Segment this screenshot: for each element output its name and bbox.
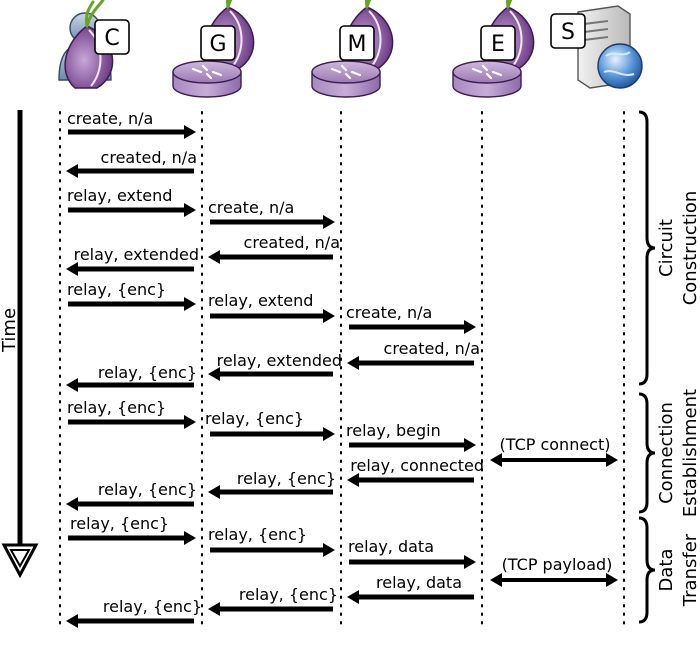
message-arrow: relay, data <box>348 537 476 569</box>
phase-brace <box>638 516 656 624</box>
phase-brace <box>638 392 656 514</box>
node-s: S <box>550 5 643 89</box>
message-arrow: relay, connected <box>347 456 484 487</box>
message-label: relay, begin <box>346 421 441 440</box>
time-axis: Time <box>0 110 39 579</box>
message-label: relay, {enc} <box>98 480 197 499</box>
phase-label: Connection <box>656 402 677 504</box>
message-label: relay, {enc} <box>67 280 166 299</box>
message-label: relay, extended <box>217 351 342 370</box>
messages: create, n/a created, n/a relay, extend crea… <box>66 109 618 628</box>
node-c: C <box>58 0 130 89</box>
message-label: (TCP payload) <box>502 555 613 574</box>
message-label: relay, data <box>348 537 434 556</box>
message-arrow: relay, extended <box>66 245 199 276</box>
message-label: relay, extended <box>74 245 199 264</box>
message-arrow: create, n/a <box>67 109 196 139</box>
message-arrow: relay, {enc} <box>66 363 197 392</box>
message-arrow: relay, extend <box>67 186 196 217</box>
node-m: M <box>311 0 394 98</box>
message-arrow: relay, begin <box>346 421 476 452</box>
phase-label: Data <box>656 549 677 592</box>
phase-label: Construction <box>680 191 700 306</box>
message-label: relay, {enc} <box>205 409 304 428</box>
message-label: relay, data <box>376 573 462 592</box>
message-label: created, n/a <box>384 339 480 358</box>
router-icon <box>172 60 242 98</box>
message-arrow: relay, {enc} <box>68 514 196 545</box>
message-arrow: create, n/a <box>346 303 476 334</box>
message-label: created, n/a <box>244 233 340 252</box>
router-icon <box>452 60 522 98</box>
message-label: relay, {enc} <box>208 525 307 544</box>
message-arrow: relay, extended <box>208 351 342 381</box>
message-arrow: relay, {enc} <box>66 597 202 628</box>
message-arrow: relay, {enc} <box>205 409 335 441</box>
message-arrow: (TCP connect) <box>490 435 618 467</box>
message-label: create, n/a <box>67 109 153 128</box>
node-label: M <box>348 32 367 57</box>
phase-brace <box>638 110 656 386</box>
message-label: relay, connected <box>350 456 484 475</box>
server-icon <box>577 5 643 89</box>
node-label: E <box>491 32 505 57</box>
time-label: Time <box>0 308 20 353</box>
message-label: create, n/a <box>346 303 432 322</box>
message-label: created, n/a <box>101 148 197 167</box>
message-label: (TCP connect) <box>499 435 610 454</box>
message-arrow: relay, {enc} <box>208 585 338 616</box>
phase-label: Circuit <box>656 219 677 277</box>
message-arrow: relay, data <box>347 573 474 604</box>
phase-label: Transfer <box>680 533 700 607</box>
message-arrow: relay, {enc} <box>67 280 196 311</box>
message-arrow: created, n/a <box>66 148 197 178</box>
message-label: relay, {enc} <box>239 585 338 604</box>
node-e: E <box>452 0 535 98</box>
node-label: C <box>104 26 119 51</box>
message-label: create, n/a <box>208 198 294 217</box>
message-arrow: created, n/a <box>208 233 340 264</box>
message-arrow: relay, {enc} <box>208 525 335 557</box>
message-label: relay, {enc} <box>103 597 202 616</box>
message-arrow: relay, {enc} <box>208 469 336 499</box>
message-label: relay, {enc} <box>70 514 169 533</box>
message-arrow: relay, extend <box>208 291 335 323</box>
router-icon <box>311 60 381 98</box>
message-label: relay, {enc} <box>237 469 336 488</box>
message-arrow: create, n/a <box>208 198 335 229</box>
node-g: G <box>172 0 255 98</box>
message-arrow: (TCP payload) <box>490 555 618 587</box>
node-label: G <box>209 32 226 57</box>
node-label: S <box>561 20 575 45</box>
message-label: relay, {enc} <box>98 363 197 382</box>
message-label: relay, extend <box>208 291 313 310</box>
message-label: relay, {enc} <box>67 398 166 417</box>
phase-label: Establishment <box>680 389 700 517</box>
message-label: relay, extend <box>67 186 172 205</box>
message-arrow: created, n/a <box>347 339 480 370</box>
lifelines: Time <box>0 110 625 629</box>
message-arrow: relay, {enc} <box>67 398 196 429</box>
message-arrow: relay, {enc} <box>66 480 197 511</box>
